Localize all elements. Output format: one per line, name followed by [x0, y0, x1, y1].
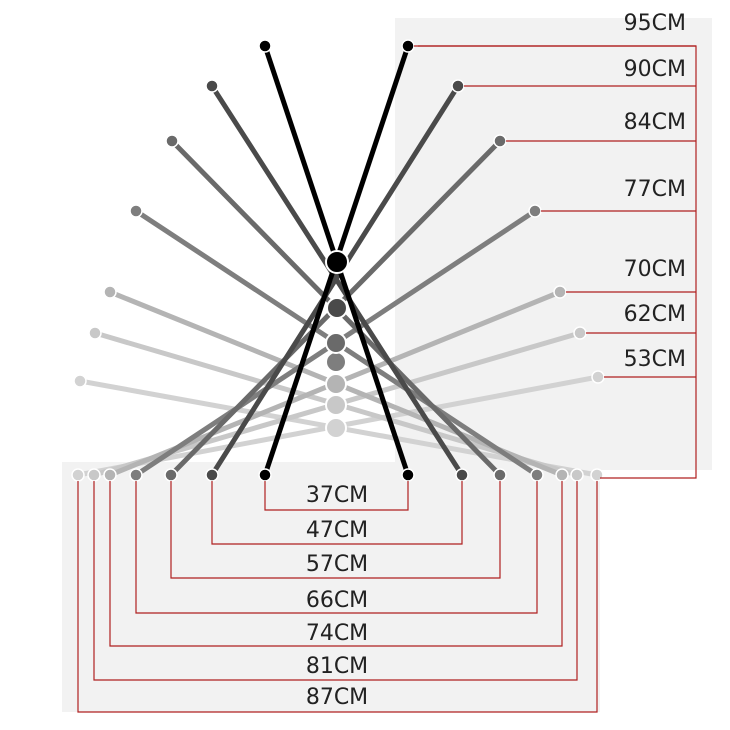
- leg-tip-3-1: [528, 204, 542, 218]
- width-dimension-bracket-0: [264, 481, 409, 511]
- width-dimension-bracket-6: [77, 481, 598, 713]
- width-label-2: 57CM: [306, 552, 368, 577]
- leg-tip-1-3: [455, 468, 469, 482]
- height-dimensions: 95CM 90CM 84CM 77CM 70CM 62CM 53CM: [414, 11, 697, 479]
- leg-tip-3-3: [530, 468, 544, 482]
- pivot-joint-3: [325, 351, 347, 373]
- width-dimensions: 37CM 47CM 57CM 66CM 74CM 81CM 87CM: [77, 481, 598, 713]
- leg-tip-6-0: [73, 374, 87, 388]
- pivot-joint-4: [325, 373, 347, 395]
- leg-tip-4-0: [103, 285, 117, 299]
- width-label-6: 87CM: [306, 685, 368, 710]
- width-label-4: 74CM: [306, 621, 368, 646]
- height-label-2: 84CM: [624, 110, 686, 135]
- leg-tip-4-3: [555, 468, 569, 482]
- leg-right-to-left-1: [209, 83, 461, 478]
- leg-tip-5-1: [573, 326, 587, 340]
- height-label-3: 77CM: [624, 177, 686, 202]
- height-label-6: 53CM: [624, 347, 686, 372]
- width-dimension-bracket-1: [211, 481, 463, 545]
- pivots-group: [325, 250, 349, 439]
- leg-tip-3-2: [129, 468, 143, 482]
- leg-tip-0-3: [401, 468, 415, 482]
- pivot-joint-0: [325, 250, 349, 274]
- leg-tip-6-1: [591, 370, 605, 384]
- height-label-0: 95CM: [624, 11, 686, 36]
- leg-tip-6-2: [71, 468, 85, 482]
- width-dimension-bracket-2: [170, 481, 501, 579]
- leg-tip-2-3: [493, 468, 507, 482]
- leg-tip-1-0: [205, 79, 219, 93]
- width-label-5: 81CM: [306, 654, 368, 679]
- leg-tip-1-1: [451, 79, 465, 93]
- leg-tip-1-2: [205, 468, 219, 482]
- height-label-1: 90CM: [624, 57, 686, 82]
- leg-tip-2-1: [493, 134, 507, 148]
- leg-tip-4-1: [553, 285, 567, 299]
- height-label-4: 70CM: [624, 257, 686, 282]
- leg-tip-2-2: [164, 468, 178, 482]
- leg-tip-4-2: [103, 468, 117, 482]
- pivot-joint-2: [325, 332, 347, 354]
- width-label-3: 66CM: [306, 588, 368, 613]
- width-dimension-bracket-5: [93, 481, 578, 681]
- width-dimension-bracket-3: [135, 481, 538, 614]
- leg-tip-6-3: [590, 468, 604, 482]
- pivot-joint-5: [325, 394, 347, 416]
- pivot-joint-1: [326, 297, 348, 319]
- background-shadow: [62, 18, 712, 712]
- width-label-1: 47CM: [306, 518, 368, 543]
- width-dimension-bracket-4: [109, 481, 563, 647]
- leg-tip-0-0: [258, 39, 272, 53]
- leg-tip-2-0: [165, 134, 179, 148]
- height-label-5: 62CM: [624, 302, 686, 327]
- leg-tip-5-0: [88, 326, 102, 340]
- leg-tip-3-0: [129, 204, 143, 218]
- leg-tip-5-2: [87, 468, 101, 482]
- leg-tip-5-3: [570, 468, 584, 482]
- leg-pair-1: [205, 79, 469, 482]
- width-label-0: 37CM: [306, 483, 368, 508]
- leg-tip-0-1: [401, 39, 415, 53]
- leg-tip-0-2: [258, 468, 272, 482]
- pivot-joint-6: [325, 417, 347, 439]
